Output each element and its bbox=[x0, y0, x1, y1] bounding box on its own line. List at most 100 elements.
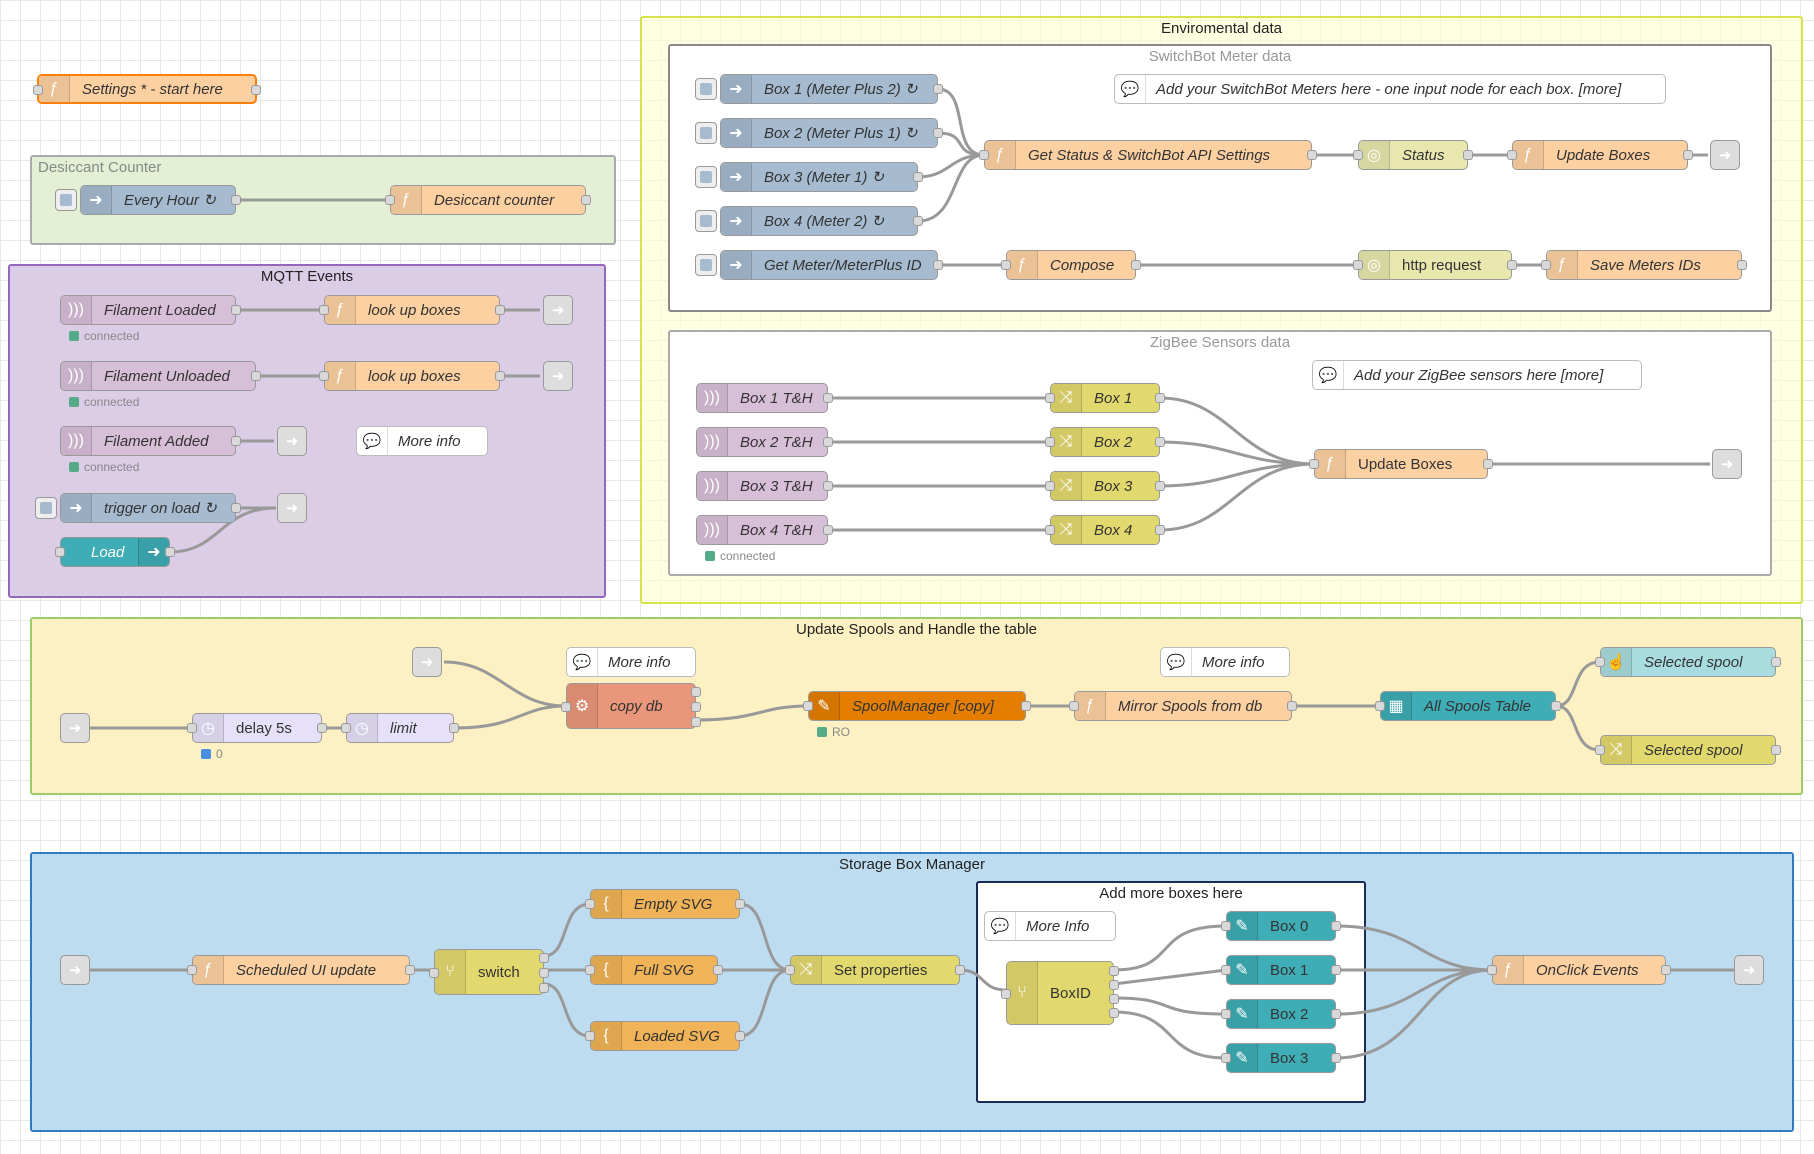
inject-button[interactable] bbox=[35, 497, 57, 519]
more-info-comment[interactable]: 💬 More info bbox=[566, 647, 696, 677]
copy-db-node[interactable]: ⚙ copy db bbox=[561, 683, 701, 729]
inject-button[interactable] bbox=[695, 254, 717, 276]
inject-button[interactable] bbox=[55, 189, 77, 211]
delay-node[interactable]: ◷ delay 5s 0 bbox=[187, 713, 327, 761]
boxid-switch-node[interactable]: ⑂ BoxID bbox=[1001, 961, 1119, 1025]
output-port[interactable] bbox=[1737, 260, 1747, 270]
ui-box3-template-node[interactable]: ✎ Box 3 bbox=[1221, 1043, 1341, 1073]
output-port[interactable] bbox=[539, 968, 549, 978]
output-port[interactable] bbox=[735, 899, 745, 909]
output-port[interactable] bbox=[1109, 1008, 1119, 1018]
spoolmanager-node[interactable]: ✎ SpoolManager [copy] RO bbox=[803, 691, 1031, 739]
more-info-comment[interactable]: 💬 More info bbox=[1160, 647, 1290, 677]
ui-box0-template-node[interactable]: ✎ Box 0 bbox=[1221, 911, 1341, 941]
inject-button[interactable] bbox=[695, 210, 717, 232]
output-port[interactable] bbox=[933, 84, 943, 94]
output-port[interactable] bbox=[1771, 745, 1781, 755]
output-port[interactable] bbox=[933, 260, 943, 270]
more-info-comment[interactable]: 💬 More Info bbox=[984, 911, 1116, 941]
input-port[interactable] bbox=[55, 547, 65, 557]
input-port[interactable] bbox=[785, 965, 795, 975]
input-port[interactable] bbox=[1045, 393, 1055, 403]
http-request-node[interactable]: ◎ http request bbox=[1353, 250, 1517, 280]
output-port[interactable] bbox=[165, 547, 175, 557]
output-port[interactable] bbox=[823, 437, 833, 447]
output-port[interactable] bbox=[913, 216, 923, 226]
onclick-events-node[interactable]: ƒ OnClick Events bbox=[1487, 955, 1671, 985]
output-port[interactable] bbox=[823, 481, 833, 491]
inject-button[interactable] bbox=[695, 166, 717, 188]
output-port[interactable] bbox=[1109, 966, 1119, 976]
output-port[interactable] bbox=[251, 371, 261, 381]
scheduled-ui-update-node[interactable]: ƒ Scheduled UI update bbox=[187, 955, 415, 985]
input-port[interactable] bbox=[33, 85, 43, 95]
switchbot-box4-inject-node[interactable]: ➜ Box 4 (Meter 2) ↻ bbox=[695, 206, 923, 236]
zigbee-box1-change-node[interactable]: ⤨ Box 1 bbox=[1045, 383, 1165, 413]
input-port[interactable] bbox=[1001, 989, 1011, 999]
output-port[interactable] bbox=[955, 965, 965, 975]
input-port[interactable] bbox=[1487, 965, 1497, 975]
output-port[interactable] bbox=[1507, 260, 1517, 270]
link-out-node[interactable]: ➜ bbox=[277, 426, 307, 456]
switchbot-comment[interactable]: 💬 Add your SwitchBot Meters here - one i… bbox=[1114, 74, 1666, 104]
input-port[interactable] bbox=[979, 150, 989, 160]
ui-box1-template-node[interactable]: ✎ Box 1 bbox=[1221, 955, 1341, 985]
input-port[interactable] bbox=[1595, 657, 1605, 667]
input-port[interactable] bbox=[1045, 525, 1055, 535]
input-port[interactable] bbox=[1045, 437, 1055, 447]
save-meters-ids-node[interactable]: ƒ Save Meters IDs bbox=[1541, 250, 1747, 280]
switch-node[interactable]: ⑂ switch bbox=[429, 949, 549, 995]
output-port[interactable] bbox=[251, 85, 261, 95]
output-port[interactable] bbox=[691, 687, 701, 697]
status-http-node[interactable]: ◎ Status bbox=[1353, 140, 1473, 170]
output-port[interactable] bbox=[581, 195, 591, 205]
filament-loaded-mqtt-node[interactable]: ))) Filament Loaded connected bbox=[60, 295, 241, 343]
input-port[interactable] bbox=[1595, 745, 1605, 755]
output-port[interactable] bbox=[495, 371, 505, 381]
output-port[interactable] bbox=[1109, 980, 1119, 990]
input-port[interactable] bbox=[341, 723, 351, 733]
output-port[interactable] bbox=[539, 983, 549, 993]
link-out-node[interactable]: ➜ bbox=[543, 361, 573, 391]
link-in-node[interactable]: ➜ bbox=[412, 647, 442, 677]
group-storage-box-manager[interactable]: Storage Box Manager bbox=[30, 852, 1794, 1132]
input-port[interactable] bbox=[585, 965, 595, 975]
input-port[interactable] bbox=[319, 371, 329, 381]
selected-spool-dropdown-node[interactable]: ☝ Selected spool bbox=[1595, 647, 1781, 677]
output-port[interactable] bbox=[1483, 459, 1493, 469]
input-port[interactable] bbox=[429, 968, 439, 978]
link-out-node[interactable]: ➜ bbox=[1734, 955, 1764, 985]
update-boxes-function-node[interactable]: ƒ Update Boxes bbox=[1507, 140, 1693, 170]
output-port[interactable] bbox=[231, 436, 241, 446]
trigger-on-load-inject-node[interactable]: ➜ trigger on load ↻ bbox=[35, 493, 241, 523]
output-port[interactable] bbox=[1331, 1009, 1341, 1019]
input-port[interactable] bbox=[1045, 481, 1055, 491]
output-port[interactable] bbox=[1021, 701, 1031, 711]
input-port[interactable] bbox=[319, 305, 329, 315]
mirror-spools-node[interactable]: ƒ Mirror Spools from db bbox=[1069, 691, 1297, 721]
zigbee-box3-th-node[interactable]: ))) Box 3 T&H bbox=[696, 471, 833, 501]
switchbot-box2-inject-node[interactable]: ➜ Box 2 (Meter Plus 1) ↻ bbox=[695, 118, 943, 148]
every-hour-inject-node[interactable]: ➜ Every Hour ↻ bbox=[55, 185, 241, 215]
input-port[interactable] bbox=[187, 723, 197, 733]
filament-unloaded-mqtt-node[interactable]: ))) Filament Unloaded connected bbox=[60, 361, 261, 409]
input-port[interactable] bbox=[1001, 260, 1011, 270]
zigbee-box2-change-node[interactable]: ⤨ Box 2 bbox=[1045, 427, 1165, 457]
input-port[interactable] bbox=[1353, 260, 1363, 270]
desiccant-counter-node[interactable]: ƒ Desiccant counter bbox=[385, 185, 591, 215]
output-port[interactable] bbox=[1331, 1053, 1341, 1063]
link-out-node[interactable]: ➜ bbox=[277, 493, 307, 523]
switchbot-box3-inject-node[interactable]: ➜ Box 3 (Meter 1) ↻ bbox=[695, 162, 923, 192]
all-spools-table-node[interactable]: ▦ All Spools Table bbox=[1375, 691, 1561, 721]
compose-function-node[interactable]: ƒ Compose bbox=[1001, 250, 1141, 280]
output-port[interactable] bbox=[1771, 657, 1781, 667]
output-port[interactable] bbox=[1131, 260, 1141, 270]
full-svg-template-node[interactable]: { Full SVG bbox=[585, 955, 723, 985]
output-port[interactable] bbox=[317, 723, 327, 733]
ui-box2-template-node[interactable]: ✎ Box 2 bbox=[1221, 999, 1341, 1029]
output-port[interactable] bbox=[691, 702, 701, 712]
output-port[interactable] bbox=[933, 128, 943, 138]
output-port[interactable] bbox=[1661, 965, 1671, 975]
zigbee-box1-th-node[interactable]: ))) Box 1 T&H bbox=[696, 383, 833, 413]
input-port[interactable] bbox=[1375, 701, 1385, 711]
